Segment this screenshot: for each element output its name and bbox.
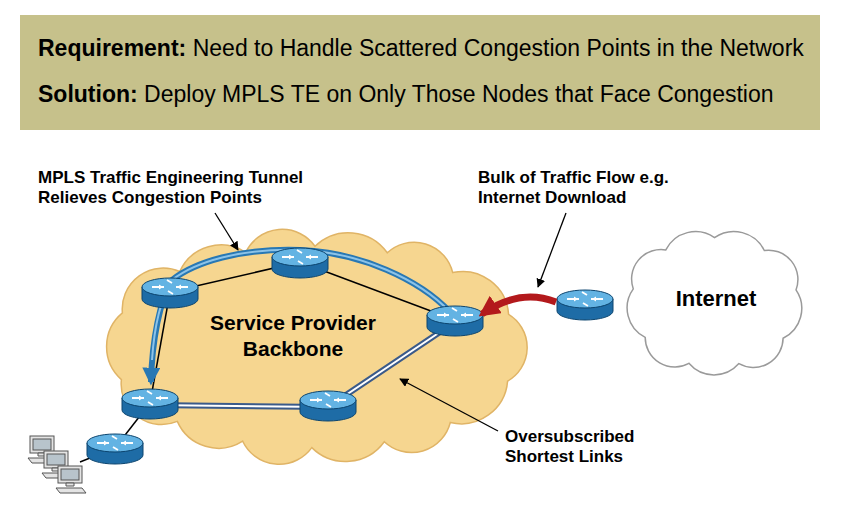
statement-heading: Requirement: [38, 35, 186, 61]
router-symbol [300, 391, 356, 421]
callout-label: Bulk of Traffic Flow e.g. Internet Downl… [478, 168, 670, 208]
statement-line: Solution:Deploy MPLS TE on Only Those No… [38, 80, 820, 108]
cloud-label: Internet [656, 286, 776, 312]
cloud-shape [627, 232, 802, 375]
monitor [44, 451, 68, 468]
statement-heading: Solution: [38, 81, 138, 107]
keyboard [56, 483, 86, 493]
client-computers [28, 436, 86, 493]
monitor [58, 466, 82, 483]
statement-text: Need to Handle Scattered Congestion Poin… [193, 35, 804, 61]
network-cloud: Internet [612, 218, 817, 386]
network-cloud: Service Provider Backbone [86, 222, 544, 472]
statement-text: Deploy MPLS TE on Only Those Nodes that … [144, 81, 773, 107]
requirement-band: Requirement: Need to Handle Scattered Con… [20, 15, 820, 130]
cloud-shape [107, 229, 528, 464]
cloud-label: Service Provider Backbone [193, 310, 393, 362]
router-symbol [557, 290, 613, 320]
router-symbol [87, 434, 143, 464]
router-symbol [427, 306, 483, 336]
callout-label: Oversubscribed Shortest Links [505, 427, 655, 467]
router-symbol [272, 248, 328, 278]
statement-line: Requirement: Need to Handle Scattered Con… [38, 34, 820, 62]
screen [47, 454, 65, 465]
monitor [30, 436, 54, 453]
router-symbol [122, 389, 178, 419]
screen [33, 439, 51, 450]
screen [61, 469, 79, 480]
router-symbol [142, 278, 198, 308]
callout-label: MPLS Traffic Engineering Tunnel Relieves… [38, 168, 328, 208]
leader-line [538, 213, 566, 287]
